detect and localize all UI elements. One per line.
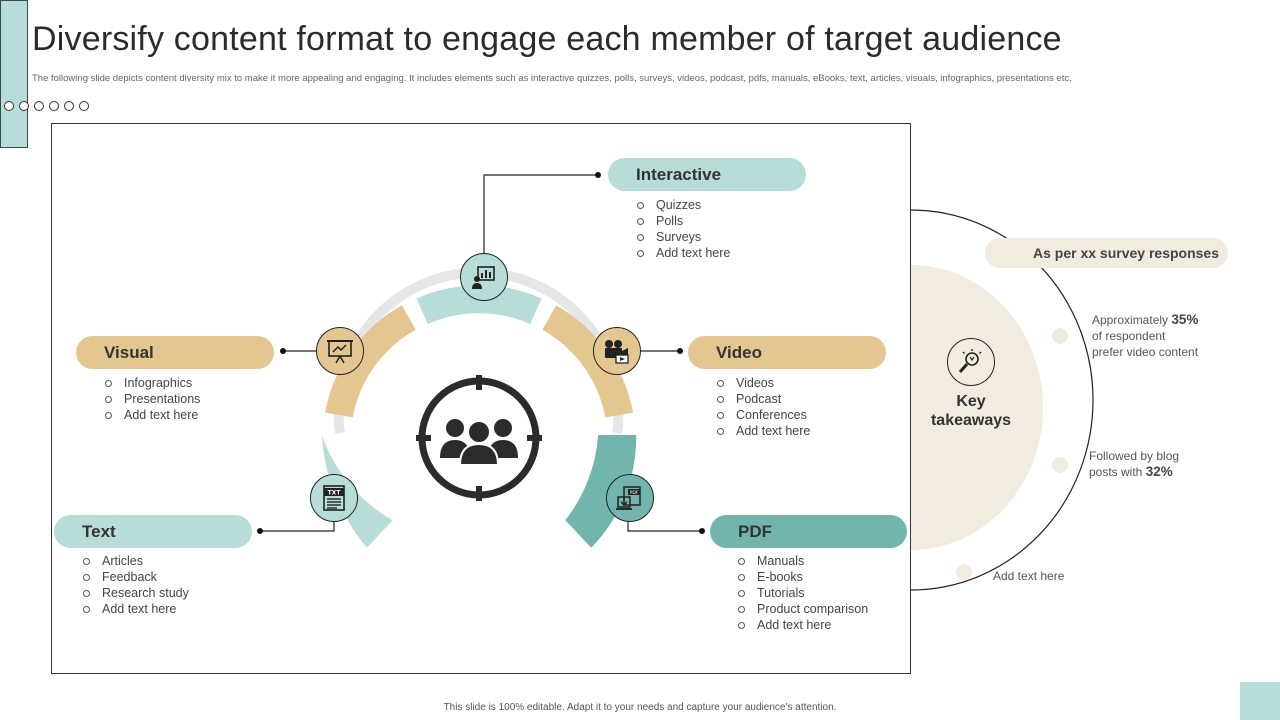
poll-chart-icon [460,253,508,301]
list-item: Infographics [104,375,200,391]
note-line: prefer video content [1092,345,1199,359]
video-label: Video [688,336,886,369]
lightbulb-search-icon [947,338,995,386]
dot [4,101,14,111]
note-text: posts with [1089,465,1146,479]
list-item: Add text here [104,407,200,423]
text-label: Text [54,515,252,548]
note-text: Approximately [1092,313,1172,327]
segment-pdf [565,435,637,548]
note-line: of respondent [1092,329,1166,343]
segment-video [542,305,633,418]
dot [49,101,59,111]
list-item: Add text here [636,245,730,261]
corner-accent-top-left [0,0,28,148]
note-line: posts with 32% [1089,464,1179,480]
list-item: Polls [636,213,730,229]
interactive-label: Interactive [608,158,806,191]
segment-text [321,435,393,548]
connectors [260,174,702,532]
list-item: Add text here [737,617,868,633]
pdf-document-icon: PDF [606,474,654,522]
video-list: Videos Podcast Conferences Add text here [716,375,810,439]
list-item: Research study [82,585,189,601]
list-item: Podcast [716,391,810,407]
list-item: Add text here [82,601,189,617]
list-item: Videos [716,375,810,391]
svg-text:PDF: PDF [630,490,639,496]
pdf-list: Manuals E-books Tutorials Product compar… [737,553,868,633]
diagram-frame [51,123,911,674]
key-takeaways-title: Key takeaways [912,392,1030,430]
takeaway-dot-2 [1052,457,1068,473]
interactive-list: Quizzes Polls Surveys Add text here [636,197,730,261]
key-takeaways-line1: Key [956,393,986,410]
takeaway-note-2: Followed by blog posts with 32% [1089,448,1179,480]
segment-visual [325,305,416,418]
list-item: Presentations [104,391,200,407]
pdf-label: PDF [710,515,907,548]
list-item: Manuals [737,553,868,569]
list-item: Feedback [82,569,189,585]
list-item: Articles [82,553,189,569]
takeaway-half-disc [911,265,1043,550]
slide-title: Diversify content format to engage each … [32,20,1062,58]
note-value: 35% [1171,312,1199,327]
footer-note: This slide is 100% editable. Adapt it to… [443,702,837,713]
text-list: Articles Feedback Research study Add tex… [82,553,189,617]
takeaway-note-3: Add text here [993,569,1065,583]
corner-accent-bottom-right [1240,682,1280,720]
txt-document-icon: TXT [310,474,358,522]
note-line: Followed by blog [1089,449,1180,463]
visual-label: Visual [76,336,274,369]
takeaway-note-1: Approximately 35% of respondent prefer v… [1092,312,1198,360]
video-camera-icon [593,327,641,375]
presentation-board-icon [316,327,364,375]
list-item: Product comparison [737,601,868,617]
dot [34,101,44,111]
dot [64,101,74,111]
visual-list: Infographics Presentations Add text here [104,375,200,423]
audience-target-icon [416,375,542,501]
list-item: Add text here [716,423,810,439]
dot [79,101,89,111]
list-item: Surveys [636,229,730,245]
segment-interactive [416,285,542,324]
key-takeaways-line2: takeaways [930,412,1012,429]
svg-text:TXT: TXT [328,490,342,497]
takeaway-dot-1 [1052,328,1068,344]
list-item: E-books [737,569,868,585]
list-item: Tutorials [737,585,868,601]
decorative-dots [4,101,89,111]
survey-responses-label: As per xx survey responses [985,238,1228,268]
slide-subtitle: The following slide depicts content dive… [32,73,1072,84]
note-value: 32% [1145,464,1173,479]
takeaway-dot-3 [956,564,972,580]
note-line: Approximately 35% [1092,312,1198,328]
list-item: Conferences [716,407,810,423]
list-item: Quizzes [636,197,730,213]
dot [19,101,29,111]
outer-arc [910,209,1094,591]
connector-dots [257,172,705,534]
